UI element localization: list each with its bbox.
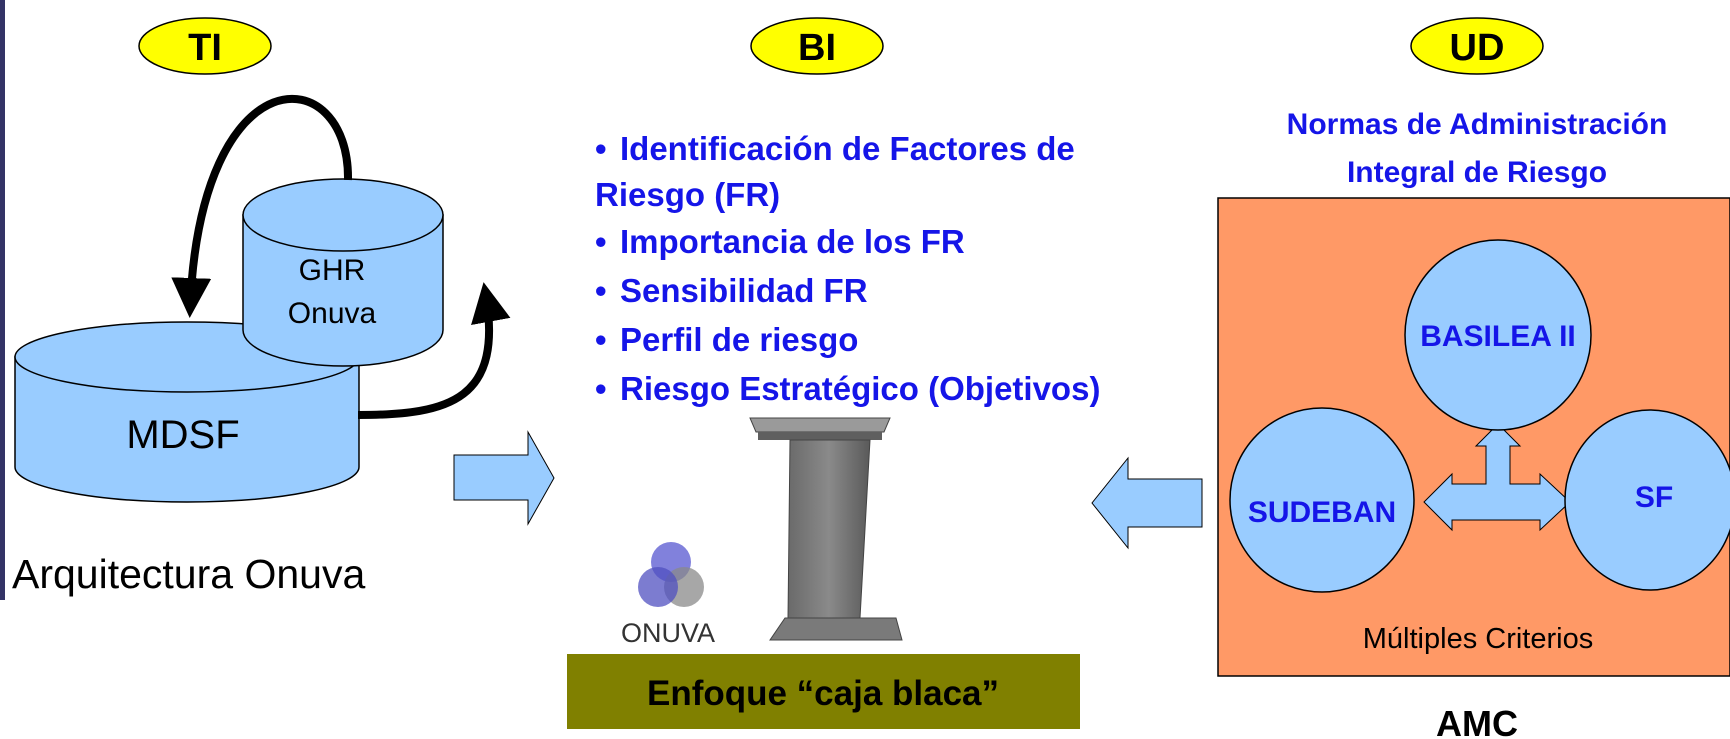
sudeban-label: SUDEBAN bbox=[1248, 496, 1396, 529]
tag-ud-label: UD bbox=[1450, 27, 1505, 69]
bullet-5-line1: Riesgo Estratégico (Objetivos) bbox=[620, 370, 1100, 407]
basilea-label: BASILEA II bbox=[1420, 320, 1576, 353]
tag-bi-label: BI bbox=[798, 27, 836, 69]
tag-ti-label: TI bbox=[188, 27, 222, 69]
three-way-arrow bbox=[1423, 423, 1571, 532]
criteria-label: Múltiples Criterios bbox=[1363, 623, 1593, 655]
flow-arrow-from-ud bbox=[1091, 456, 1203, 550]
norms-title-line1: Normas de Administración bbox=[1287, 108, 1668, 141]
loop-arrow-left bbox=[171, 94, 353, 318]
amc-label: AMC bbox=[1436, 703, 1518, 739]
tag-bi: BI bbox=[750, 17, 884, 75]
norms-title-line2: Integral de Riesgo bbox=[1347, 156, 1607, 189]
bullet-1-line1: Identificación de Factores de bbox=[620, 130, 1075, 167]
bullet-4-line1: Perfil de riesgo bbox=[620, 321, 858, 358]
mdsf-label: MDSF bbox=[126, 413, 239, 457]
bi-bullet-list: • Identificación de Factores de Riesgo (… bbox=[595, 130, 1100, 407]
architecture-caption: Arquitectura Onuva bbox=[12, 551, 365, 597]
onuva-logo-text: ONUVA bbox=[621, 618, 715, 648]
left-border-bar bbox=[0, 0, 5, 600]
ghr-cylinder bbox=[242, 178, 444, 367]
pillar-icon bbox=[749, 417, 903, 641]
black-box-banner-text: Enfoque “caja blaca” bbox=[647, 674, 999, 713]
loop-arrow-right bbox=[357, 282, 511, 419]
sudeban-ellipse bbox=[1229, 407, 1415, 593]
bullet-1-dot: • bbox=[595, 130, 607, 167]
ghr-label-line2: Onuva bbox=[288, 297, 377, 330]
tag-ud: UD bbox=[1410, 17, 1544, 75]
sf-label: SF bbox=[1635, 481, 1673, 514]
bullet-3-dot: • bbox=[595, 272, 607, 309]
bullet-2-line1: Importancia de los FR bbox=[620, 223, 965, 260]
sf-ellipse bbox=[1564, 409, 1730, 591]
bullet-3-line1: Sensibilidad FR bbox=[620, 272, 868, 309]
basilea-ellipse bbox=[1404, 239, 1592, 431]
bullet-5-dot: • bbox=[595, 370, 607, 407]
bullet-4-dot: • bbox=[595, 321, 607, 358]
black-box-banner bbox=[567, 654, 1080, 729]
bullet-2-dot: • bbox=[595, 223, 607, 260]
flow-arrow-to-bi bbox=[453, 430, 555, 526]
onuva-logo: ONUVA bbox=[621, 542, 715, 648]
tag-ti: TI bbox=[138, 17, 272, 75]
ghr-label-line1: GHR bbox=[299, 254, 366, 287]
bullet-1-line2: Riesgo (FR) bbox=[595, 176, 780, 213]
